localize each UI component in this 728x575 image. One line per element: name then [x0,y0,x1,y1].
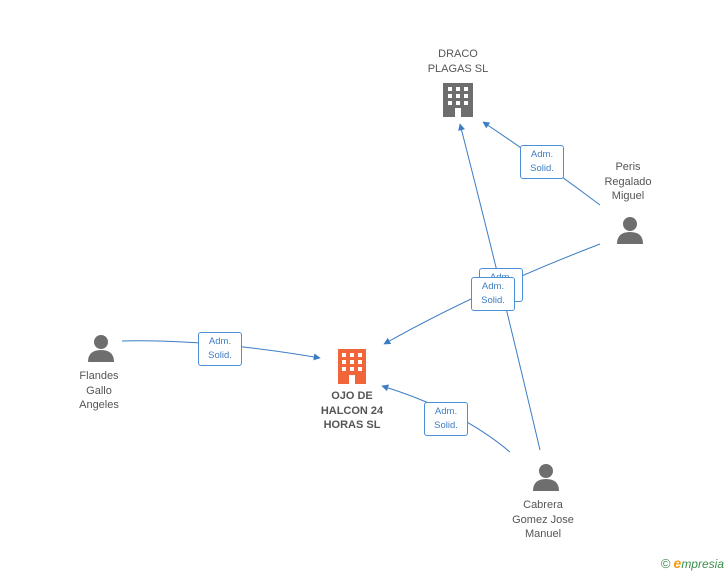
person-icon-flandes[interactable] [88,335,114,362]
badge-line: Adm. [434,406,458,417]
label-line: DRACO [438,48,478,60]
label-line: HORAS SL [323,419,381,431]
label-line: Manuel [524,528,562,540]
label-line: Cabrera [523,499,563,511]
edge-badge-flandes-ojo[interactable]: Adm. Solid. [198,332,242,366]
person-label-flandes[interactable]: Flandes Gallo Angeles [59,369,139,413]
label-line: Angeles [79,399,119,411]
company-label-ojo[interactable]: OJO DE HALCON 24 HORAS SL [302,389,402,433]
edge-badge-cabrera-ojo[interactable]: Adm. Solid. [424,402,468,436]
badge-line: Adm. [481,281,505,292]
badge-line: Solid. [481,295,505,306]
label-line: Gallo [86,384,112,397]
building-icon-main[interactable] [338,349,366,384]
label-line: Miguel [611,190,645,202]
copyright-icon: © [660,556,671,571]
label-line: HALCON 24 [320,404,384,417]
label-line: Flandes [79,370,119,382]
brand-name: mpresia [681,557,724,571]
badge-line: Solid. [208,350,232,361]
person-label-cabrera[interactable]: Cabrera Gomez Jose Manuel [498,498,588,542]
edge-badge-peris-draco[interactable]: Adm. Solid. [520,145,564,179]
brand-e: e [673,555,682,571]
label-line: PLAGAS SL [427,62,489,75]
label-line: OJO DE [331,390,373,402]
brand-logo: ©empresia [661,555,724,571]
person-label-peris[interactable]: Peris Regalado Miguel [588,160,668,204]
edge-badge-peris-ojo[interactable]: Adm. Solid. [471,277,515,311]
company-label-draco[interactable]: DRACO PLAGAS SL [408,47,508,76]
label-line: Peris [615,161,641,173]
badge-line: Solid. [434,420,458,431]
badge-line: Adm. [530,149,554,160]
label-line: Gomez Jose [512,513,574,526]
badge-line: Adm. [208,336,232,347]
person-icon-cabrera[interactable] [533,464,559,491]
badge-line: Solid. [530,163,554,174]
person-icon-peris[interactable] [617,217,643,244]
building-icon-draco[interactable] [443,83,473,117]
label-line: Regalado [604,175,652,188]
